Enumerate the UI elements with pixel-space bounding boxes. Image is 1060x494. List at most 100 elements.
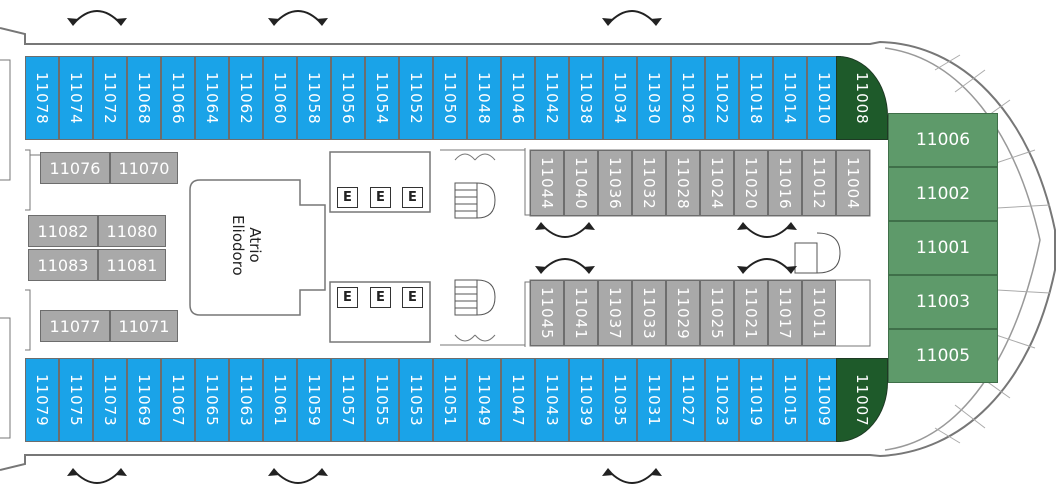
cabin-balcony[interactable]: 11079 <box>25 358 59 442</box>
cabin-balcony[interactable]: 11065 <box>195 358 229 442</box>
cabin-balcony[interactable]: 11014 <box>773 56 807 140</box>
cabin-inside[interactable]: 11025 <box>700 280 734 346</box>
cabin-inside[interactable]: 11037 <box>598 280 632 346</box>
cabin-balcony[interactable]: 11055 <box>365 358 399 442</box>
cabin-balcony[interactable]: 11068 <box>127 56 161 140</box>
cabin-balcony[interactable]: 11063 <box>229 358 263 442</box>
cabin-number: 11014 <box>781 71 799 125</box>
cabin-number: 11012 <box>810 156 828 210</box>
cabin-inside[interactable]: 11020 <box>734 150 768 216</box>
cabin-inside[interactable]: 11029 <box>666 280 700 346</box>
cabin-number: 11079 <box>33 373 51 427</box>
cabin-aft[interactable]: 11071 <box>110 310 178 342</box>
cabin-balcony[interactable]: 11023 <box>705 358 739 442</box>
cabin-number: 11074 <box>67 71 85 125</box>
cabin-inside[interactable]: 11032 <box>632 150 666 216</box>
cabin-balcony[interactable]: 11054 <box>365 56 399 140</box>
cabin-aft[interactable]: 11081 <box>98 249 166 281</box>
cabin-number: 11062 <box>237 71 255 125</box>
cabin-suite[interactable]: 11001 <box>888 221 998 275</box>
cabin-balcony[interactable]: 11009 <box>807 358 841 442</box>
cabin-balcony[interactable]: 11060 <box>263 56 297 140</box>
cabin-aft[interactable]: 11080 <box>98 215 166 247</box>
cabin-inside[interactable]: 11033 <box>632 280 666 346</box>
cabin-number: 11030 <box>645 71 663 125</box>
cabin-aft[interactable]: 11083 <box>28 249 98 281</box>
cabin-balcony[interactable]: 11053 <box>399 358 433 442</box>
cabin-number: 11048 <box>475 71 493 125</box>
cabin-balcony[interactable]: 11031 <box>637 358 671 442</box>
cabin-balcony[interactable]: 11018 <box>739 56 773 140</box>
elevator-icon: E <box>402 287 423 308</box>
cabin-balcony[interactable]: 11030 <box>637 56 671 140</box>
elevator-icon: E <box>370 187 391 208</box>
cabin-balcony[interactable]: 11062 <box>229 56 263 140</box>
cabin-balcony[interactable]: 11034 <box>603 56 637 140</box>
cabin-inside[interactable]: 11028 <box>666 150 700 216</box>
cabin-number: 11032 <box>640 156 658 210</box>
cabin-balcony[interactable]: 11042 <box>535 56 569 140</box>
cabin-balcony[interactable]: 11074 <box>59 56 93 140</box>
cabin-balcony[interactable]: 11056 <box>331 56 365 140</box>
cabin-balcony[interactable]: 11051 <box>433 358 467 442</box>
cabin-balcony[interactable]: 11064 <box>195 56 229 140</box>
cabin-aft[interactable]: 11070 <box>110 152 178 184</box>
connecting-arrow-icon <box>602 468 662 484</box>
cabin-number: 11059 <box>305 373 323 427</box>
cabin-number: 11042 <box>543 71 561 125</box>
cabin-balcony[interactable]: 11052 <box>399 56 433 140</box>
cabin-suite[interactable]: 11005 <box>888 329 998 383</box>
cabin-inside[interactable]: 11036 <box>598 150 632 216</box>
cabin-balcony[interactable]: 11072 <box>93 56 127 140</box>
cabin-inside[interactable]: 11012 <box>802 150 836 216</box>
cabin-inside[interactable]: 11004 <box>836 150 870 216</box>
cabin-inside[interactable]: 11045 <box>530 280 564 346</box>
cabin-balcony[interactable]: 11039 <box>569 358 603 442</box>
cabin-balcony[interactable]: 11058 <box>297 56 331 140</box>
cabin-suite[interactable]: 11002 <box>888 167 998 221</box>
cabin-inside[interactable]: 11016 <box>768 150 802 216</box>
cabin-aft[interactable]: 11076 <box>40 152 110 184</box>
cabin-balcony[interactable]: 11027 <box>671 358 705 442</box>
cabin-aft[interactable]: 11077 <box>40 310 110 342</box>
cabin-balcony[interactable]: 11067 <box>161 358 195 442</box>
cabin-balcony[interactable]: 11078 <box>25 56 59 140</box>
cabin-balcony[interactable]: 11022 <box>705 56 739 140</box>
cabin-balcony[interactable]: 11048 <box>467 56 501 140</box>
cabin-inside[interactable]: 11040 <box>564 150 598 216</box>
cabin-balcony[interactable]: 11066 <box>161 56 195 140</box>
cabin-balcony[interactable]: 11061 <box>263 358 297 442</box>
cabin-inside[interactable]: 11041 <box>564 280 598 346</box>
cabin-number: 11038 <box>577 71 595 125</box>
cabin-suite[interactable]: 11003 <box>888 275 998 329</box>
cabin-balcony[interactable]: 11026 <box>671 56 705 140</box>
cabin-balcony[interactable]: 11073 <box>93 358 127 442</box>
cabin-number: 11007 <box>853 373 871 427</box>
cabin-balcony[interactable]: 11038 <box>569 56 603 140</box>
cabin-balcony[interactable]: 11047 <box>501 358 535 442</box>
cabin-balcony[interactable]: 11043 <box>535 358 569 442</box>
cabin-inside[interactable]: 11021 <box>734 280 768 346</box>
cabin-balcony[interactable]: 11015 <box>773 358 807 442</box>
cabin-balcony[interactable]: 11050 <box>433 56 467 140</box>
cabin-number: 11072 <box>101 71 119 125</box>
cabin-inside[interactable]: 11044 <box>530 150 564 216</box>
cabin-suite[interactable]: 11006 <box>888 113 998 167</box>
cabin-balcony[interactable]: 11046 <box>501 56 535 140</box>
cabin-balcony[interactable]: 11059 <box>297 358 331 442</box>
cabin-aft[interactable]: 11082 <box>28 215 98 247</box>
cabin-balcony[interactable]: 11057 <box>331 358 365 442</box>
cabin-number: 11047 <box>509 373 527 427</box>
cabin-balcony[interactable]: 11069 <box>127 358 161 442</box>
cabin-number: 11004 <box>844 156 862 210</box>
cabin-balcony[interactable]: 11035 <box>603 358 637 442</box>
cabin-number: 11076 <box>49 158 101 178</box>
cabin-inside[interactable]: 11017 <box>768 280 802 346</box>
connecting-arrow-icon <box>268 10 328 26</box>
cabin-inside[interactable]: 11024 <box>700 150 734 216</box>
cabin-inside[interactable]: 11011 <box>802 280 836 346</box>
cabin-balcony[interactable]: 11019 <box>739 358 773 442</box>
cabin-number: 11056 <box>339 71 357 125</box>
cabin-balcony[interactable]: 11075 <box>59 358 93 442</box>
cabin-balcony[interactable]: 11049 <box>467 358 501 442</box>
